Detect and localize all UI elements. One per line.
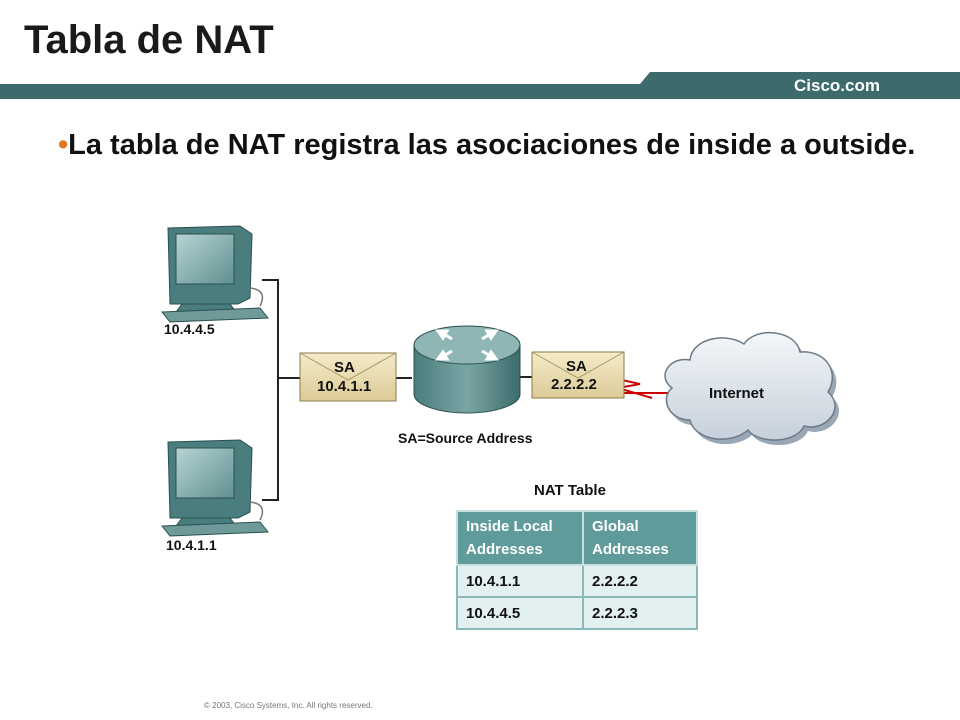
packet-envelope-icon: SA 10.4.1.1 xyxy=(299,352,397,402)
packet-address: 2.2.2.2 xyxy=(551,376,597,393)
table-cell: 10.4.1.1 xyxy=(456,564,584,598)
internet-cloud-icon: Internet xyxy=(664,331,839,446)
table-row: 10.4.1.1 2.2.2.2 xyxy=(456,564,698,598)
table-cell: 2.2.2.2 xyxy=(582,564,698,598)
bullet-point: •La tabla de NAT registra las asociacion… xyxy=(58,127,928,164)
router-caption: SA=Source Address xyxy=(398,430,533,446)
host-ip-label: 10.4.1.1 xyxy=(166,537,217,553)
brand-logo-text: Cisco.com xyxy=(794,76,880,95)
router-icon xyxy=(413,325,521,414)
packet-label: SA xyxy=(334,359,355,376)
table-row: 10.4.4.5 2.2.2.3 xyxy=(456,596,698,630)
nat-table-title: NAT Table xyxy=(534,482,606,499)
table-cell: 2.2.2.3 xyxy=(582,596,698,630)
header-band xyxy=(0,72,960,99)
computer-icon xyxy=(160,439,270,537)
copyright-footer: © 2003, Cisco Systems, Inc. All rights r… xyxy=(204,701,373,710)
table-cell: 10.4.4.5 xyxy=(456,596,584,630)
packet-address: 10.4.1.1 xyxy=(317,378,371,395)
cloud-label: Internet xyxy=(709,385,764,402)
packet-envelope-icon: SA 2.2.2.2 xyxy=(531,351,625,399)
computer-icon xyxy=(160,225,270,323)
host-ip-label: 10.4.4.5 xyxy=(164,321,215,337)
slide-title: Tabla de NAT xyxy=(24,18,274,62)
bullet-text: La tabla de NAT registra las asociacione… xyxy=(68,129,916,161)
bullet-marker: • xyxy=(58,129,69,161)
packet-label: SA xyxy=(566,358,587,375)
